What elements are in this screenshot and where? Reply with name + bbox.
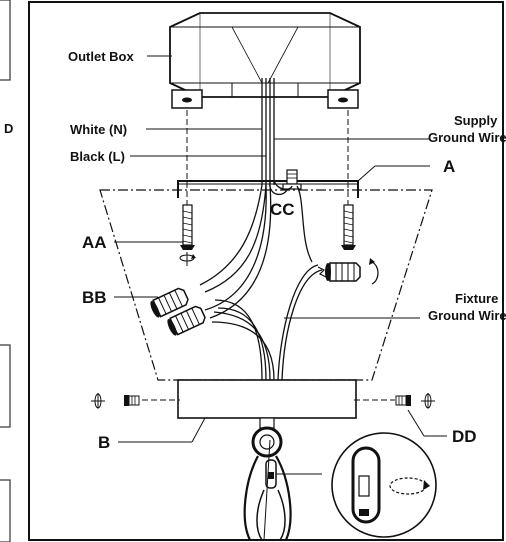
adjacent-page-edge-bottom bbox=[0, 479, 11, 542]
part-aa-label: AA bbox=[82, 233, 107, 252]
outlet-box bbox=[169, 12, 361, 109]
part-a-label: A bbox=[443, 157, 455, 176]
part-bb-label: BB bbox=[82, 288, 107, 307]
wire-nut-icon bbox=[150, 287, 189, 318]
fixture-ground-label-line1: Fixture bbox=[455, 291, 498, 306]
rotate-arrow-icon bbox=[179, 252, 196, 266]
part-cc-label: CC bbox=[270, 200, 295, 219]
wire-nut-icon bbox=[167, 305, 206, 336]
canopy-plate bbox=[177, 379, 357, 419]
chain-link-detail bbox=[276, 432, 437, 538]
adjacent-page-fragment: D bbox=[4, 121, 13, 136]
supply-ground-label-line2: Ground Wire bbox=[428, 130, 506, 145]
adjacent-page-edge-mid bbox=[0, 344, 11, 428]
part-dd-label: DD bbox=[452, 427, 477, 446]
rotate-arrow-icon bbox=[91, 393, 105, 409]
adjacent-page-edge-top bbox=[0, 0, 11, 81]
fixture-ground-label-line2: Ground Wire bbox=[428, 308, 506, 323]
diagram-frame bbox=[28, 1, 504, 541]
canopy-outline bbox=[99, 189, 433, 381]
screw-icon bbox=[124, 395, 140, 406]
leader-lines bbox=[114, 55, 447, 443]
supply-wires bbox=[261, 78, 293, 196]
rotate-arrow-icon bbox=[421, 393, 435, 409]
screw-icon bbox=[395, 395, 411, 406]
fixture-wires bbox=[199, 184, 323, 381]
wire-nut-icon bbox=[317, 262, 361, 282]
black-wire-label: Black (L) bbox=[70, 149, 125, 164]
screw-icon bbox=[180, 204, 195, 250]
white-wire-label: White (N) bbox=[70, 122, 127, 137]
part-b-label: B bbox=[98, 433, 110, 452]
chain-link-icon bbox=[243, 417, 292, 541]
supply-ground-label-line1: Supply bbox=[454, 113, 498, 128]
rotate-arrow-icon bbox=[369, 258, 379, 285]
screw-icon bbox=[341, 204, 356, 250]
mounting-bracket bbox=[177, 180, 359, 198]
outlet-box-label: Outlet Box bbox=[68, 49, 134, 64]
